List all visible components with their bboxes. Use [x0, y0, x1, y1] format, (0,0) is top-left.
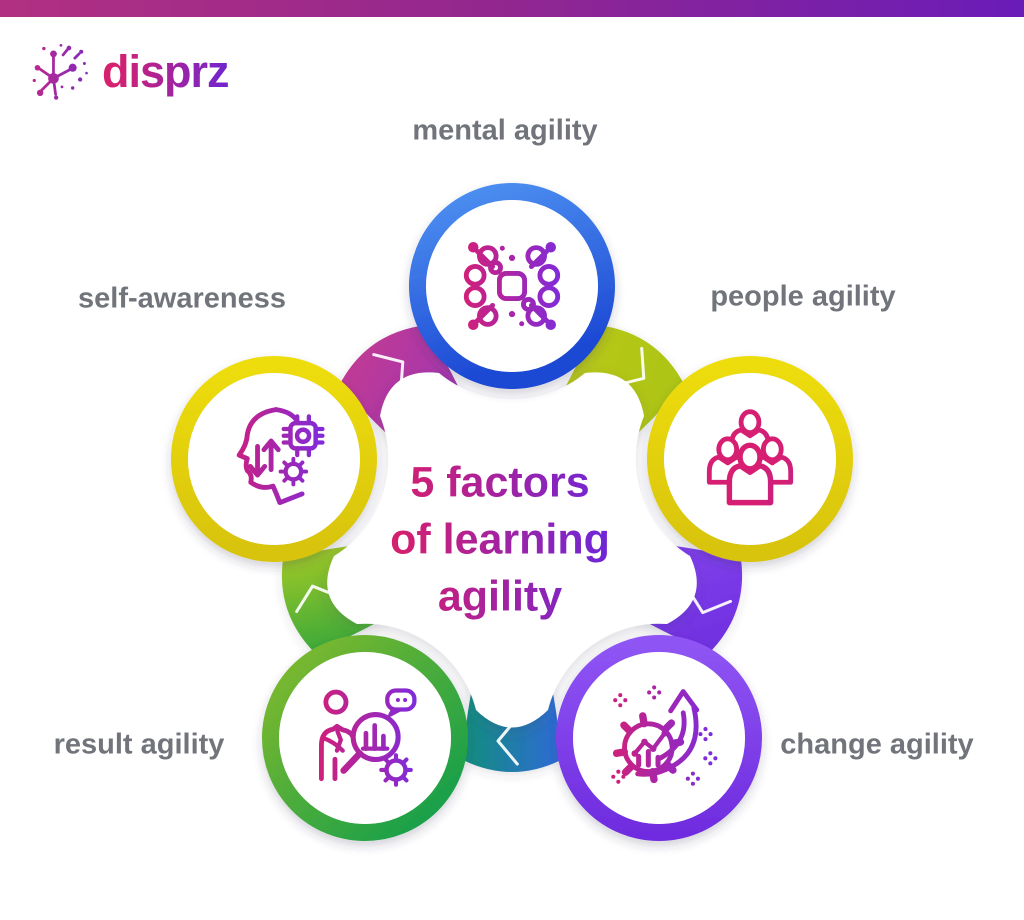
- brand-name: disprz: [102, 46, 230, 97]
- title-line-2: of learning: [390, 515, 610, 564]
- chevron-self-to-mental: [372, 353, 405, 394]
- factor-label-result: result agility: [53, 728, 225, 761]
- title-line-1: 5 factors: [410, 458, 590, 507]
- gear-growth-arrow-icon: [611, 685, 718, 786]
- diagram-title: 5 factors of learning agility: [390, 455, 610, 626]
- network-nodes-icon: [32, 43, 88, 100]
- title-line-3: agility: [437, 572, 563, 621]
- chevron-change-to-result: [496, 716, 519, 766]
- network-dots: [32, 43, 88, 100]
- factor-circle-self: [171, 356, 377, 562]
- flow-chevrons: [295, 346, 732, 766]
- people-group-icon: [706, 409, 794, 506]
- head-profile-chip-icon: [236, 407, 325, 506]
- factor-label-mental: mental agility: [412, 114, 598, 147]
- factor-circle-mental: [409, 183, 615, 389]
- factor-label-people: people agility: [710, 280, 896, 313]
- chevron-people-to-change: [685, 585, 732, 615]
- top-gradient-bar: [0, 0, 1024, 17]
- chevron-mental-to-people: [613, 346, 646, 388]
- factor-label-self: self-awareness: [78, 282, 286, 315]
- sparkle-dots: [611, 685, 718, 786]
- digital-brain-chip-icon: [463, 242, 561, 330]
- chevron-result-to-self: [295, 584, 342, 613]
- brand-logo: disprz: [30, 40, 230, 104]
- center-blob: [327, 372, 697, 728]
- factor-label-change: change agility: [780, 728, 974, 761]
- person-analytics-magnifier-icon: [318, 688, 417, 787]
